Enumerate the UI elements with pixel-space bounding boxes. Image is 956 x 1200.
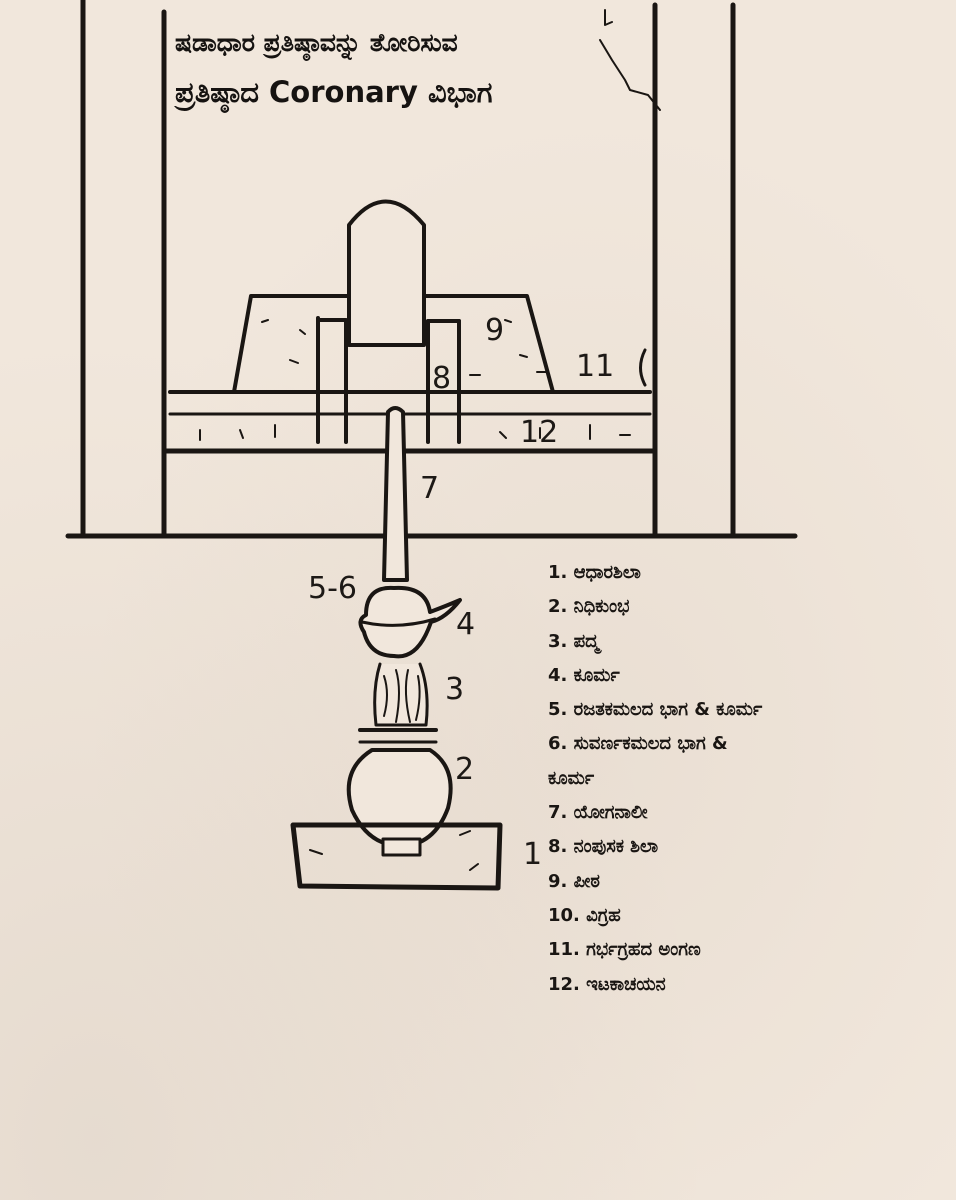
pedestal-texture xyxy=(261,319,528,376)
label-3: 3 xyxy=(445,672,465,707)
base-stone xyxy=(290,822,503,891)
label-9: 9 xyxy=(485,313,505,348)
floor-texture xyxy=(199,424,631,441)
legend-item: 7. ಯೋಗನಾಲೀ xyxy=(548,802,648,824)
kurma-band xyxy=(360,617,437,627)
legend-item: 12. ಇಟಕಾಚಯನ xyxy=(548,973,666,995)
label-11: 11 xyxy=(576,349,615,384)
legend-item: 4. ಕೂರ್ಮ xyxy=(548,664,620,686)
legend-item: 2. ನಿಧಿಕುಂಭ xyxy=(548,596,630,618)
parts-legend: 1. ಆಧಾರಶಿಲಾ 2. ನಿಧಿಕುಂಭ 3. ಪದ್ಮ 4. ಕೂರ್ಮ… xyxy=(548,556,948,1002)
legend-item: 11. ಗರ್ಭಗ್ರಹದ ಅಂಗಣ xyxy=(548,939,701,961)
label-5-6: 5-6 xyxy=(308,571,357,606)
lingam-outline xyxy=(347,199,426,347)
legend-item-continuation: ಕೂರ್ಮ xyxy=(548,767,595,789)
legend-item: 8. ನಂಪುಸಕ ಶಿಲಾ xyxy=(548,836,659,858)
padma-petals xyxy=(383,669,421,723)
label-7: 7 xyxy=(420,471,440,506)
legend-item: 5. ರಜತಕಮಲದ ಭಾಗ & ಕೂರ್ಮ xyxy=(548,699,763,721)
padma-shape xyxy=(373,662,429,727)
label-4: 4 xyxy=(456,607,476,642)
doorway-curve xyxy=(639,348,647,387)
legend-item: 1. ಆಧಾರಶಿಲಾ xyxy=(548,562,641,583)
label-1: 1 xyxy=(523,837,543,872)
legend-item: 3. ಪದ್ಮ xyxy=(548,630,600,652)
title-line-2: ಪ್ರತಿಷ್ಠಾದ Coronary ವಿಭಾಗ xyxy=(175,75,493,109)
yoganala-tube xyxy=(382,406,409,582)
tear-line xyxy=(599,9,661,111)
legend-item: 10. ವಿಗ್ರಹ xyxy=(548,904,621,926)
kurma-shape xyxy=(358,585,462,659)
title-line-1: ಷಡಾಧಾರ ಪ್ರತಿಷ್ಠಾವನ್ನು ತೋರಿಸುವ xyxy=(175,28,458,57)
legend-item: 6. ಸುವರ್ಣಕಮಲದ ಭಾಗ & xyxy=(548,733,728,755)
label-12: 12 xyxy=(520,415,559,450)
label-2: 2 xyxy=(455,752,475,787)
pot-neck xyxy=(381,837,422,857)
pot-shape xyxy=(346,748,453,848)
base-stone-texture xyxy=(309,830,479,871)
label-8: 8 xyxy=(432,361,452,396)
legend-item: 9. ಪೀಠ xyxy=(548,870,600,892)
